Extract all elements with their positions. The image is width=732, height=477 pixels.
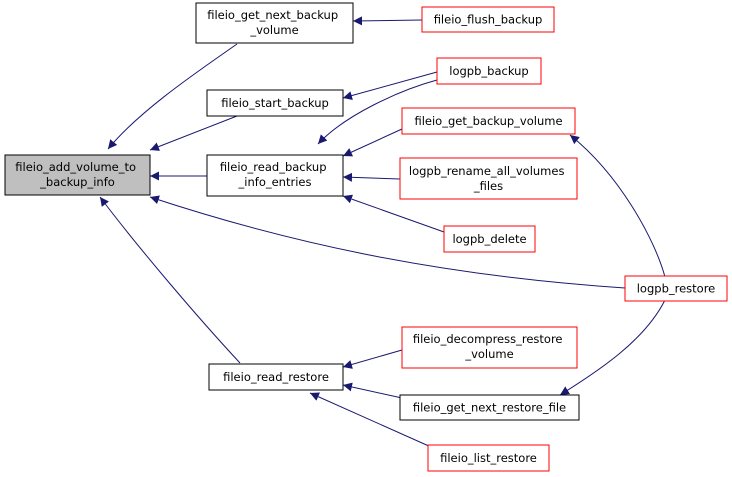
node-label-line: fileio_add_volume_to (15, 160, 136, 174)
svg-text:logpb_delete: logpb_delete (452, 232, 526, 246)
node-label-line: _backup_info (39, 175, 115, 189)
edge-list-restore-to-read-restore (309, 392, 441, 452)
svg-text:logpb_rename_all_volumes: logpb_rename_all_volumes _files (409, 164, 568, 193)
svg-text:fileio_get_next_backup _: fileio_get_next_backup _volume (207, 8, 342, 37)
edge-logpb-delete-to-read-backup-info (342, 194, 445, 233)
node-label-line: fileio_list_restore (440, 451, 537, 465)
node-label-line: fileio_get_backup_volume (414, 114, 562, 128)
node-label-line: fileio_decompress_restore (413, 332, 563, 346)
svg-text:fileio_read_backup _info: fileio_read_backup _info_entries (220, 160, 330, 189)
node-label-line: _volume (249, 23, 298, 37)
edge-flush-backup-to-next-backup-volume (352, 16, 423, 26)
node-label-line: _files (473, 179, 503, 193)
node-fileio-get-next-restore-file[interactable]: fileio_get_next_restore_file (399, 394, 580, 421)
svg-text:fileio_flush_backup: fileio_flush_backup (434, 13, 543, 27)
edge-decompress-restore-to-read-restore (342, 349, 403, 369)
node-fileio-list-restore[interactable]: fileio_list_restore (427, 444, 550, 472)
node-label-line: fileio_get_next_backup (207, 8, 338, 22)
node-fileio-read-restore[interactable]: fileio_read_restore (208, 363, 344, 391)
node-label-line: fileio_read_restore (223, 370, 329, 384)
edge-next-backup-volume-to-add-volume (107, 43, 238, 150)
node-fileio-get-backup-volume[interactable]: fileio_get_backup_volume (401, 107, 576, 135)
node-label-line: logpb_rename_all_volumes (409, 164, 565, 178)
node-fileio-add-volume-to-backup-info[interactable]: fileio_add_volume_to _backup_info (4, 154, 151, 196)
node-fileio-decompress-restore-volume[interactable]: fileio_decompress_restore _volume (401, 326, 578, 369)
edge-start-backup-to-add-volume (149, 115, 238, 151)
node-label-line: _info_entries (238, 175, 312, 189)
edges (99, 16, 666, 452)
node-label-line: logpb_delete (452, 232, 526, 246)
node-label-line: logpb_backup (449, 64, 528, 78)
edge-logpb-restore-to-get-backup-volume (569, 134, 666, 278)
node-fileio-flush-backup[interactable]: fileio_flush_backup (421, 6, 555, 33)
node-label-line: _volume (464, 347, 513, 361)
node-logpb-backup[interactable]: logpb_backup (436, 57, 542, 85)
node-label-line: fileio_start_backup (221, 96, 329, 110)
svg-text:fileio_add_volume_to _ba: fileio_add_volume_to _backup_info (15, 160, 139, 189)
node-label-line: logpb_restore (637, 282, 716, 296)
edge-logpb-backup-to-read-backup-info (317, 79, 438, 145)
svg-text:fileio_read_restore: fileio_read_restore (223, 370, 329, 384)
edge-read-restore-to-add-volume (99, 196, 241, 364)
svg-text:fileio_list_restore: fileio_list_restore (440, 451, 537, 465)
edge-get-backup-volume-to-read-backup-info (342, 128, 403, 157)
node-fileio-start-backup[interactable]: fileio_start_backup (206, 89, 344, 117)
edge-logpb-restore-to-get-next-restore-file (559, 299, 666, 396)
svg-text:fileio_decompress_restore: fileio_decompress_restore _volume (413, 332, 566, 361)
svg-text:fileio_get_next_restore_file: fileio_get_next_restore_file (413, 401, 566, 415)
node-fileio-read-backup-info-entries[interactable]: fileio_read_backup _info_entries (206, 154, 344, 197)
node-label-line: fileio_get_next_restore_file (413, 401, 566, 415)
edge-logpb-restore-to-add-volume (149, 195, 626, 289)
edge-next-restore-file-to-read-restore (342, 382, 403, 399)
node-logpb-delete[interactable]: logpb_delete (443, 225, 536, 253)
node-fileio-get-next-backup-volume[interactable]: fileio_get_next_backup _volume (195, 2, 354, 44)
edge-rename-volumes-to-read-backup-info (342, 172, 401, 182)
edge-logpb-backup-to-start-backup (342, 71, 438, 100)
node-logpb-rename-all-volumes-files[interactable]: logpb_rename_all_volumes _files (399, 157, 578, 200)
svg-text:logpb_restore: logpb_restore (637, 282, 716, 296)
node-logpb-restore[interactable]: logpb_restore (624, 275, 728, 302)
node-label-line: fileio_read_backup (220, 160, 327, 174)
svg-text:fileio_start_backup: fileio_start_backup (221, 96, 329, 110)
node-label-line: fileio_flush_backup (434, 13, 543, 27)
svg-text:fileio_get_backup_volume: fileio_get_backup_volume (414, 114, 562, 128)
svg-text:logpb_backup: logpb_backup (449, 64, 528, 78)
